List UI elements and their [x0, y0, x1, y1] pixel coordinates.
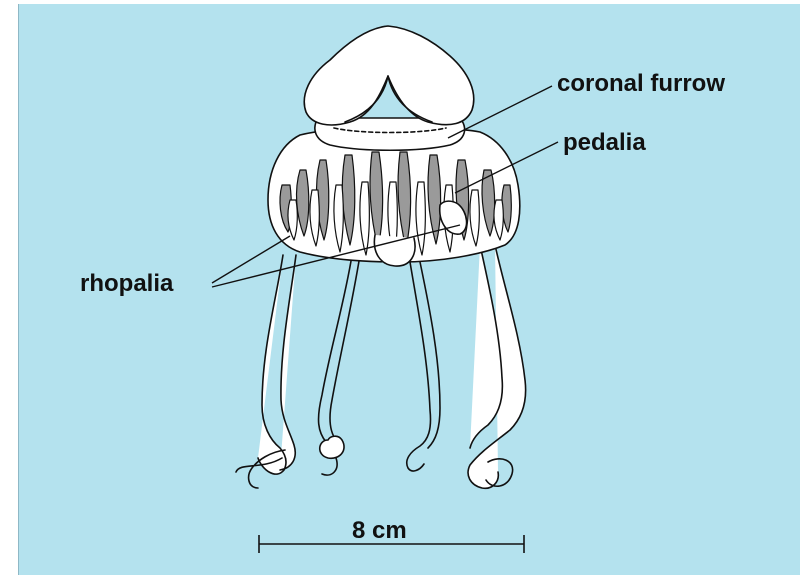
scale-bar-label: 8 cm: [352, 517, 407, 545]
label-rhopalia: rhopalia: [80, 270, 173, 298]
upper-bell: [304, 26, 473, 125]
tentacle-far-right: [468, 245, 526, 488]
label-coronal-furrow: coronal furrow: [557, 70, 725, 98]
tentacle-right: [407, 262, 440, 471]
tentacle-far-left: [236, 255, 296, 488]
label-pedalia: pedalia: [563, 129, 646, 157]
tentacle-left: [319, 255, 360, 475]
leader-rhopalia-upper: [212, 236, 290, 283]
